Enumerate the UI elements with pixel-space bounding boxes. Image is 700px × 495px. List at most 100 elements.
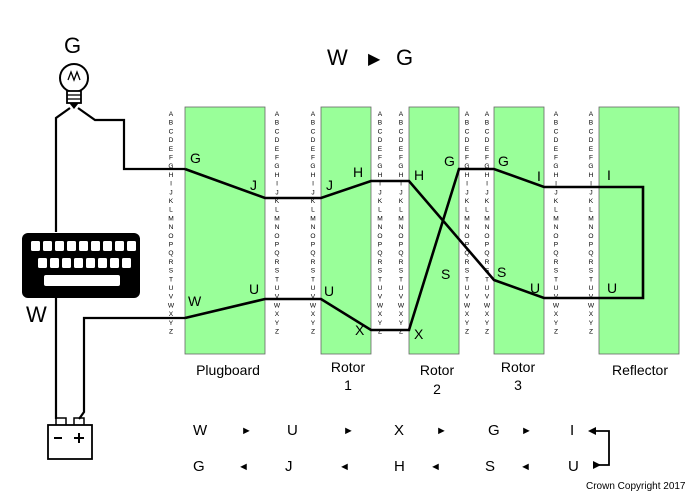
- alphabet-letter: R: [399, 259, 404, 266]
- alphabet-letter: B: [169, 120, 174, 127]
- alphabet-letter: C: [485, 128, 490, 135]
- path-label-rotor3-out: I: [537, 168, 541, 184]
- alphabet-letter: C: [554, 128, 559, 135]
- keyboard-key: [127, 241, 136, 251]
- rotor-1-bar: [320, 106, 372, 355]
- alphabet-letter: Z: [378, 329, 382, 336]
- alphabet-letter: D: [485, 137, 490, 144]
- alphabet-letter: S: [378, 268, 383, 275]
- alphabet-letter: N: [169, 224, 174, 231]
- alphabet-letter: X: [169, 311, 174, 318]
- alphabet-letter: D: [465, 137, 470, 144]
- alphabet-letter: E: [399, 146, 404, 153]
- alphabet-letter: I: [486, 181, 488, 188]
- alphabet-letter: V: [485, 294, 490, 301]
- alphabet-letter: O: [484, 233, 489, 240]
- copyright: Crown Copyright 2017: [586, 481, 686, 492]
- alphabet-letter: B: [399, 120, 404, 127]
- alphabet-letter: A: [485, 111, 490, 118]
- alphabet-letter: F: [378, 155, 382, 162]
- sequence-loop-bracket: [588, 427, 610, 469]
- path-label-plugboard-in: G: [190, 150, 201, 166]
- alphabet-letter: R: [485, 259, 490, 266]
- alphabet-letter: X: [311, 311, 316, 318]
- alphabet-letter: M: [588, 215, 594, 222]
- alphabet-letter: O: [553, 233, 558, 240]
- alphabet-letter: H: [589, 172, 594, 179]
- path-label-reflector-bottom: U: [607, 280, 617, 296]
- alphabet-letter: N: [554, 224, 559, 231]
- alphabet-letter: I: [312, 181, 314, 188]
- alphabet-letter: Q: [464, 250, 469, 257]
- alphabet-letter: D: [554, 137, 559, 144]
- alphabet-letter: L: [465, 207, 469, 214]
- alphabet-letter: N: [311, 224, 316, 231]
- alphabet-letter: N: [378, 224, 383, 231]
- alphabet-letter: H: [554, 172, 559, 179]
- alphabet-letter: U: [169, 285, 174, 292]
- alphabet-letter: F: [169, 155, 173, 162]
- keyboard-key: [110, 258, 119, 268]
- keyboard-key: [67, 241, 76, 251]
- alphabet-letter: Q: [168, 250, 173, 257]
- alphabet-letter: I: [276, 181, 278, 188]
- key-letter: W: [26, 302, 47, 327]
- alphabet-letter: V: [275, 294, 280, 301]
- keyboard-key: [79, 241, 88, 251]
- alphabet-letter: M: [310, 215, 316, 222]
- alphabet-letter: M: [484, 215, 490, 222]
- alphabet-letter: K: [275, 198, 280, 205]
- alphabet-letter: B: [378, 120, 383, 127]
- alphabet-letter: A: [399, 111, 404, 118]
- seq-forward-2: U: [287, 422, 298, 439]
- seq-backward-1: G: [193, 458, 205, 475]
- path-label-plugboard-out: J: [250, 177, 257, 193]
- alphabet-letter: J: [399, 189, 402, 196]
- alphabet-letter: M: [168, 215, 174, 222]
- alphabet-letter: R: [275, 259, 280, 266]
- alphabet-letter: E: [589, 146, 594, 153]
- alphabet-letter: D: [378, 137, 383, 144]
- alphabet-letter: R: [465, 259, 470, 266]
- alphabet-letter: V: [169, 294, 174, 301]
- alphabet-letter: U: [554, 285, 559, 292]
- alphabet-letter: R: [589, 259, 594, 266]
- alphabet-letter: C: [399, 128, 404, 135]
- alphabet-letter: K: [589, 198, 594, 205]
- alphabet-letter: Y: [399, 320, 404, 327]
- alphabet-letter: H: [169, 172, 174, 179]
- alphabet-letter: G: [484, 163, 489, 170]
- path-label-rotor2-out: G: [444, 153, 455, 169]
- rotor-3-label: Rotor: [501, 359, 536, 375]
- battery-icon: [47, 417, 93, 460]
- signal-path: [184, 167, 645, 332]
- alphabet-letter: B: [275, 120, 280, 127]
- alphabet-letter: X: [485, 311, 490, 318]
- seq-arrow-right-1: ►: [241, 425, 252, 437]
- alphabet-letter: K: [554, 198, 559, 205]
- path-label-rotor1-in: J: [326, 177, 333, 193]
- keyboard-key: [50, 258, 59, 268]
- path-label-rotor3-in2: S: [497, 264, 506, 280]
- alphabet-letter: L: [554, 207, 558, 214]
- path-label-rotor3-in: G: [498, 153, 509, 169]
- alphabet-letter: W: [377, 302, 384, 309]
- alphabet-letter: T: [465, 276, 469, 283]
- alphabet-letter: S: [311, 268, 316, 275]
- keyboard-key: [115, 241, 124, 251]
- alphabet-letter: J: [311, 189, 314, 196]
- alphabet-letter: D: [589, 137, 594, 144]
- alphabet-letter: P: [399, 242, 404, 249]
- alphabet-letter: H: [485, 172, 490, 179]
- alphabet-letter: S: [399, 268, 404, 275]
- seq-arrow-left-4: ◄: [520, 461, 531, 473]
- alphabet-letter: N: [485, 224, 490, 231]
- reflector-bar: [598, 106, 680, 355]
- alphabet-letter: O: [398, 233, 403, 240]
- alphabet-letter: Y: [275, 320, 280, 327]
- alphabet-letter: C: [169, 128, 174, 135]
- alphabet-letter: B: [311, 120, 316, 127]
- path-label-rotor1-in2: U: [324, 283, 334, 299]
- alphabet-letter: T: [485, 276, 489, 283]
